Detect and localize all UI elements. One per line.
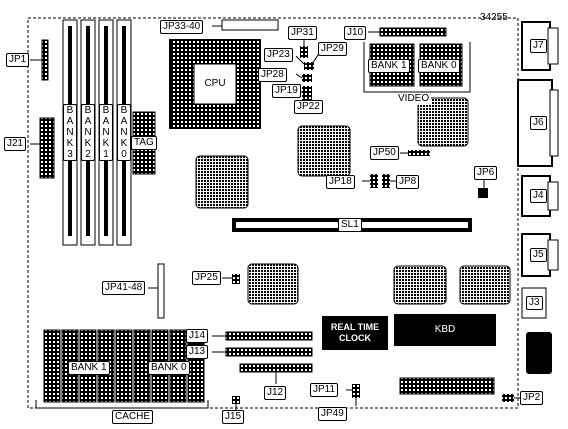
label-jp23: JP23 bbox=[264, 48, 293, 62]
rtc-chip bbox=[322, 316, 388, 350]
label-j7: J7 bbox=[530, 39, 547, 53]
label-memory-bank-1: BANK1 bbox=[99, 104, 113, 161]
label-cache: CACHE bbox=[112, 410, 154, 424]
label-j13: J13 bbox=[186, 345, 209, 359]
label-rtc-line1: REAL TIME bbox=[330, 322, 380, 332]
chipset-chip-2 bbox=[195, 155, 249, 209]
label-jp33-40: JP33-40 bbox=[160, 20, 204, 34]
label-jp29: JP29 bbox=[318, 42, 347, 56]
label-j3: J3 bbox=[526, 296, 543, 310]
label-j21: J21 bbox=[4, 137, 27, 151]
bottom-header bbox=[399, 377, 495, 395]
j14-header bbox=[225, 331, 313, 341]
label-j14: J14 bbox=[186, 329, 209, 343]
chip-row-3 bbox=[459, 265, 511, 305]
label-jp41-48: JP41-48 bbox=[102, 281, 146, 295]
label-j15: J15 bbox=[222, 410, 245, 424]
label-jp31: JP31 bbox=[288, 26, 317, 40]
label-j4: J4 bbox=[530, 189, 547, 203]
label-j12: J12 bbox=[264, 386, 287, 400]
j10-connector bbox=[379, 27, 447, 37]
label-cpu: CPU bbox=[204, 78, 226, 89]
label-memory-bank-2: BANK2 bbox=[81, 104, 95, 161]
label-jp28: JP28 bbox=[258, 68, 287, 82]
label-sl1: SL1 bbox=[338, 218, 362, 232]
label-tag: TAG bbox=[131, 136, 157, 150]
label-jp50: JP50 bbox=[370, 146, 399, 160]
figure-number: 34255 bbox=[480, 12, 508, 23]
label-video-bank-0: BANK 0 bbox=[418, 59, 460, 73]
jp33-40-bar bbox=[221, 19, 279, 31]
label-jp8: JP8 bbox=[396, 175, 420, 189]
label-memory-bank-0: BANK0 bbox=[117, 104, 131, 161]
video-controller-chip bbox=[417, 97, 469, 147]
label-jp49: JP49 bbox=[318, 407, 347, 421]
board-outline bbox=[27, 17, 519, 409]
label-memory-bank-3: BANK3 bbox=[63, 104, 77, 161]
jp1-header bbox=[41, 39, 49, 81]
label-jp25: JP25 bbox=[192, 271, 221, 285]
j13-header bbox=[225, 347, 313, 357]
label-jp19: JP19 bbox=[272, 84, 301, 98]
label-rtc-line2: CLOCK bbox=[339, 333, 371, 343]
chip-row-2 bbox=[393, 265, 447, 305]
label-jp18: JP18 bbox=[326, 175, 355, 189]
label-video: VIDEO bbox=[396, 93, 432, 105]
chipset-chip-1 bbox=[297, 125, 351, 177]
label-j5: J5 bbox=[530, 248, 547, 262]
label-cache-bank-0: BANK 0 bbox=[148, 361, 190, 375]
j21-header bbox=[39, 117, 55, 179]
label-jp1: JP1 bbox=[6, 53, 30, 67]
kbd-chip bbox=[394, 314, 496, 346]
label-jp22: JP22 bbox=[294, 100, 323, 114]
label-kbd: KBD bbox=[434, 324, 456, 335]
label-jp11: JP11 bbox=[310, 383, 339, 397]
label-cache-bank-1: BANK 1 bbox=[68, 361, 110, 375]
jp41-48-bar bbox=[157, 263, 165, 319]
label-j10: J10 bbox=[344, 26, 367, 40]
label-j6: J6 bbox=[530, 116, 547, 130]
label-jp6: JP6 bbox=[474, 166, 498, 180]
label-video-bank-1: BANK 1 bbox=[368, 59, 410, 73]
label-jp2: JP2 bbox=[520, 391, 544, 405]
chip-row-1 bbox=[247, 263, 299, 305]
j12-header bbox=[239, 363, 313, 373]
